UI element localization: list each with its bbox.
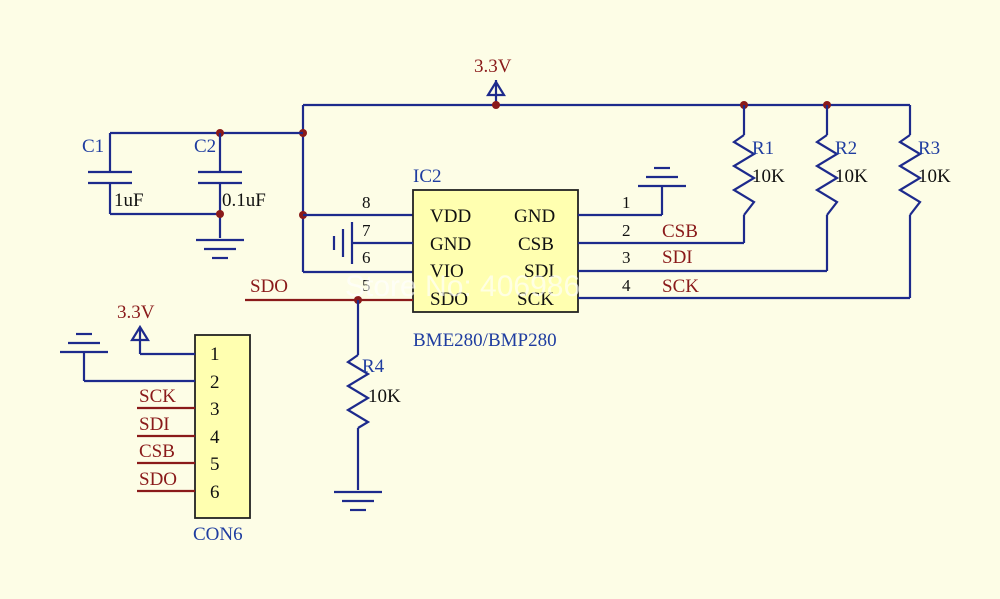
- con6-pin-3: 3: [210, 399, 220, 420]
- resistor-r2: [814, 134, 840, 216]
- pin-name-gnd-right: GND: [514, 206, 555, 227]
- con6-pin-6: 6: [210, 482, 220, 503]
- ground-symbol-pin7: [332, 222, 354, 264]
- r2-ref: R2: [835, 138, 857, 159]
- net-label-sdi: SDI: [662, 247, 693, 268]
- r3-ref: R3: [918, 138, 940, 159]
- ic2-part: BME280/BMP280: [413, 330, 557, 351]
- pin-name-gnd-left: GND: [430, 234, 471, 255]
- pin-name-sdi: SDI: [524, 261, 555, 282]
- con-label-sck: SCK: [139, 386, 176, 407]
- pin-num-8: 8: [362, 193, 371, 212]
- pin-num-5: 5: [362, 276, 371, 295]
- con6-ref: CON6: [193, 524, 243, 545]
- capacitor-c2: C2 0.1uF: [194, 133, 266, 238]
- r4-ref: R4: [362, 356, 385, 377]
- capacitor-c1: C1 1uF: [82, 133, 144, 214]
- resistor-r4: [345, 354, 371, 429]
- c2-ref: C2: [194, 136, 216, 157]
- con-label-sdo: SDO: [139, 469, 177, 490]
- resistor-r1: [731, 134, 757, 216]
- vcc-top-symbol: 3.3V: [474, 56, 512, 105]
- pin-name-vdd: VDD: [430, 206, 471, 227]
- r1-ref: R1: [752, 138, 774, 159]
- net-label-sck: SCK: [662, 276, 699, 297]
- net-label-csb: CSB: [662, 221, 698, 242]
- vcc-con-label: 3.3V: [117, 302, 155, 323]
- con6-pin-5: 5: [210, 454, 220, 475]
- net-label-sdo: SDO: [250, 276, 288, 297]
- con6-body: [194, 334, 251, 519]
- pin-num-6: 6: [362, 248, 371, 267]
- con6-pin-2: 2: [210, 372, 220, 393]
- ic2-ref: IC2: [413, 166, 442, 187]
- pin-num-7: 7: [362, 221, 371, 240]
- con-label-csb: CSB: [139, 441, 175, 462]
- pin-num-2: 2: [622, 221, 631, 240]
- c1-ref: C1: [82, 136, 104, 157]
- r3-value: 10K: [918, 166, 951, 187]
- c1-value: 1uF: [114, 190, 144, 211]
- pin-num-3: 3: [622, 248, 631, 267]
- vcc-top-label: 3.3V: [474, 56, 512, 77]
- pin-name-sck: SCK: [517, 289, 554, 310]
- pin-num-4: 4: [622, 276, 631, 295]
- r2-value: 10K: [835, 166, 868, 187]
- con6-pin-1: 1: [210, 344, 220, 365]
- ground-symbol-con: [60, 332, 108, 354]
- ground-symbol-caps: [196, 238, 244, 260]
- c2-value: 0.1uF: [222, 190, 266, 211]
- pin-num-1: 1: [622, 193, 631, 212]
- ground-symbol-r4: [334, 490, 382, 512]
- ground-symbol-pin1: [638, 166, 686, 188]
- resistor-r3: [897, 134, 923, 216]
- pin-name-sdo: SDO: [430, 289, 468, 310]
- pin-name-csb: CSB: [518, 234, 554, 255]
- con-label-sdi: SDI: [139, 414, 170, 435]
- store-watermark: Store No: 406986: [345, 270, 580, 303]
- pin-name-vio: VIO: [430, 261, 464, 282]
- ic2-body: [412, 189, 579, 313]
- con6-pin-4: 4: [210, 427, 220, 448]
- r4-value: 10K: [368, 386, 401, 407]
- r1-value: 10K: [752, 166, 785, 187]
